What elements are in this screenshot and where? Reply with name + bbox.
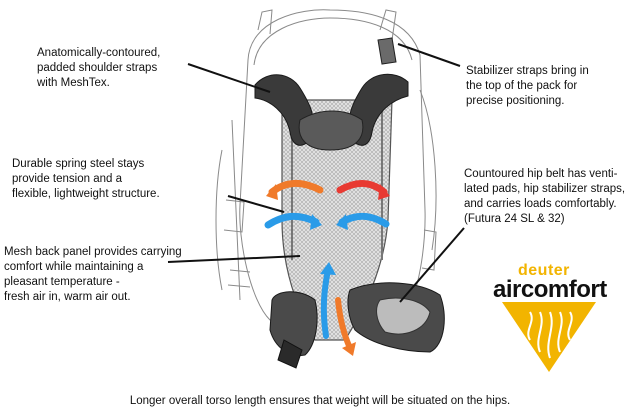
shoulder-straps-label: Anatomically-contoured, padded shoulder … bbox=[37, 47, 161, 89]
hip-belt-buckle bbox=[277, 339, 303, 369]
leader-lines bbox=[167, 43, 465, 303]
hip-belt-left bbox=[269, 291, 318, 357]
hip-belt-label: Countoured hip belt has venti- lated pad… bbox=[464, 168, 626, 225]
mesh-back-panel-label: Mesh back panel provides carrying comfor… bbox=[4, 246, 182, 303]
cool-air-arrow-up bbox=[320, 267, 331, 339]
spring-steel-stays-label: Durable spring steel stays provide tensi… bbox=[12, 158, 160, 200]
backpack-illustration bbox=[215, 9, 437, 321]
stabilizer-strap bbox=[377, 37, 397, 65]
aircomfort-wave-emblem bbox=[502, 302, 596, 372]
hip-belt-pad bbox=[376, 297, 431, 335]
stabilizer-straps-label: Stabilizer straps bring in the top of th… bbox=[466, 65, 589, 107]
aircomfort-logo-text: aircomfort bbox=[493, 276, 607, 303]
warm-air-arrow-down bbox=[335, 297, 353, 351]
airflow-arrows bbox=[264, 180, 390, 356]
torso-length-caption: Longer overall torso length ensures that… bbox=[129, 395, 511, 407]
deuter-logo-text: deuter bbox=[518, 262, 570, 279]
center-pad bbox=[298, 110, 364, 151]
